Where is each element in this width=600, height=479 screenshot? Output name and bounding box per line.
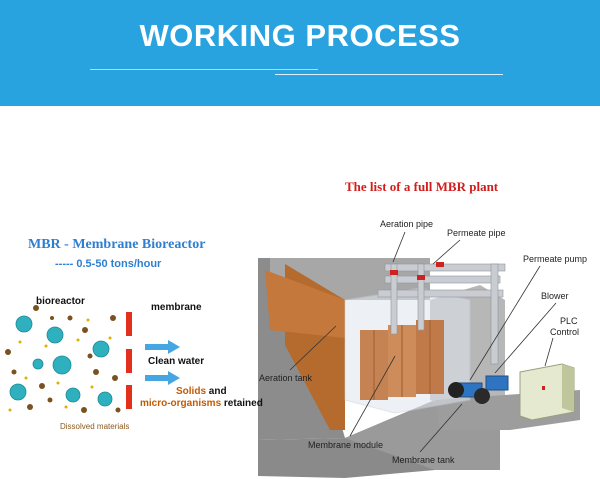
pipe-valves — [390, 262, 444, 280]
solid-particle-icon — [5, 305, 121, 413]
mbr-title: MBR - Membrane Bioreactor — [28, 237, 206, 252]
label-clean-water: Clean water — [148, 356, 205, 367]
plc-cabinet — [519, 363, 575, 421]
label-membrane-tank: Membrane tank — [392, 455, 455, 465]
label-dissolved-materials: Dissolved materials — [60, 422, 130, 431]
microorganisms-retained: retained — [221, 398, 263, 409]
label-aeration-pipe: Aeration pipe — [380, 219, 434, 229]
microorganisms-word: micro-organisms — [140, 398, 222, 409]
solids-and: and — [206, 386, 227, 397]
solids-word: Solids — [176, 386, 207, 397]
title-underline-right — [275, 74, 503, 75]
label-permeate-pipe: Permeate pipe — [447, 228, 506, 238]
page-title: WORKING PROCESS — [139, 18, 461, 53]
blower — [474, 375, 509, 404]
membrane-modules — [360, 320, 444, 400]
label-microorganisms: micro-organisms retained — [140, 398, 263, 409]
dissolved-material-icon — [8, 318, 112, 412]
label-membrane-module: Membrane module — [308, 440, 384, 450]
label-aeration-tank: Aeration tank — [259, 373, 313, 383]
label-solids: Solids and — [176, 386, 227, 397]
bioreactor-particles — [5, 305, 121, 413]
label-permeate-pump: Permeate pump — [523, 254, 588, 264]
label-plc: PLC — [560, 316, 578, 326]
mbr-capacity: ----- 0.5-50 tons/hour — [55, 258, 162, 270]
pipes — [377, 263, 506, 365]
label-bioreactor: bioreactor — [36, 296, 85, 307]
leader-lines — [289, 231, 557, 453]
plant-heading: The list of a full MBR plant — [345, 179, 499, 194]
flow-arrows — [145, 340, 180, 385]
label-membrane: membrane — [151, 302, 202, 313]
label-blower: Blower — [541, 291, 569, 301]
header-banner: WORKING PROCESS — [0, 0, 600, 106]
membrane-bars — [126, 312, 132, 409]
micro-organism-icon — [9, 315, 113, 407]
title-underline-left — [90, 69, 318, 70]
label-plc-control: Control — [550, 327, 580, 337]
